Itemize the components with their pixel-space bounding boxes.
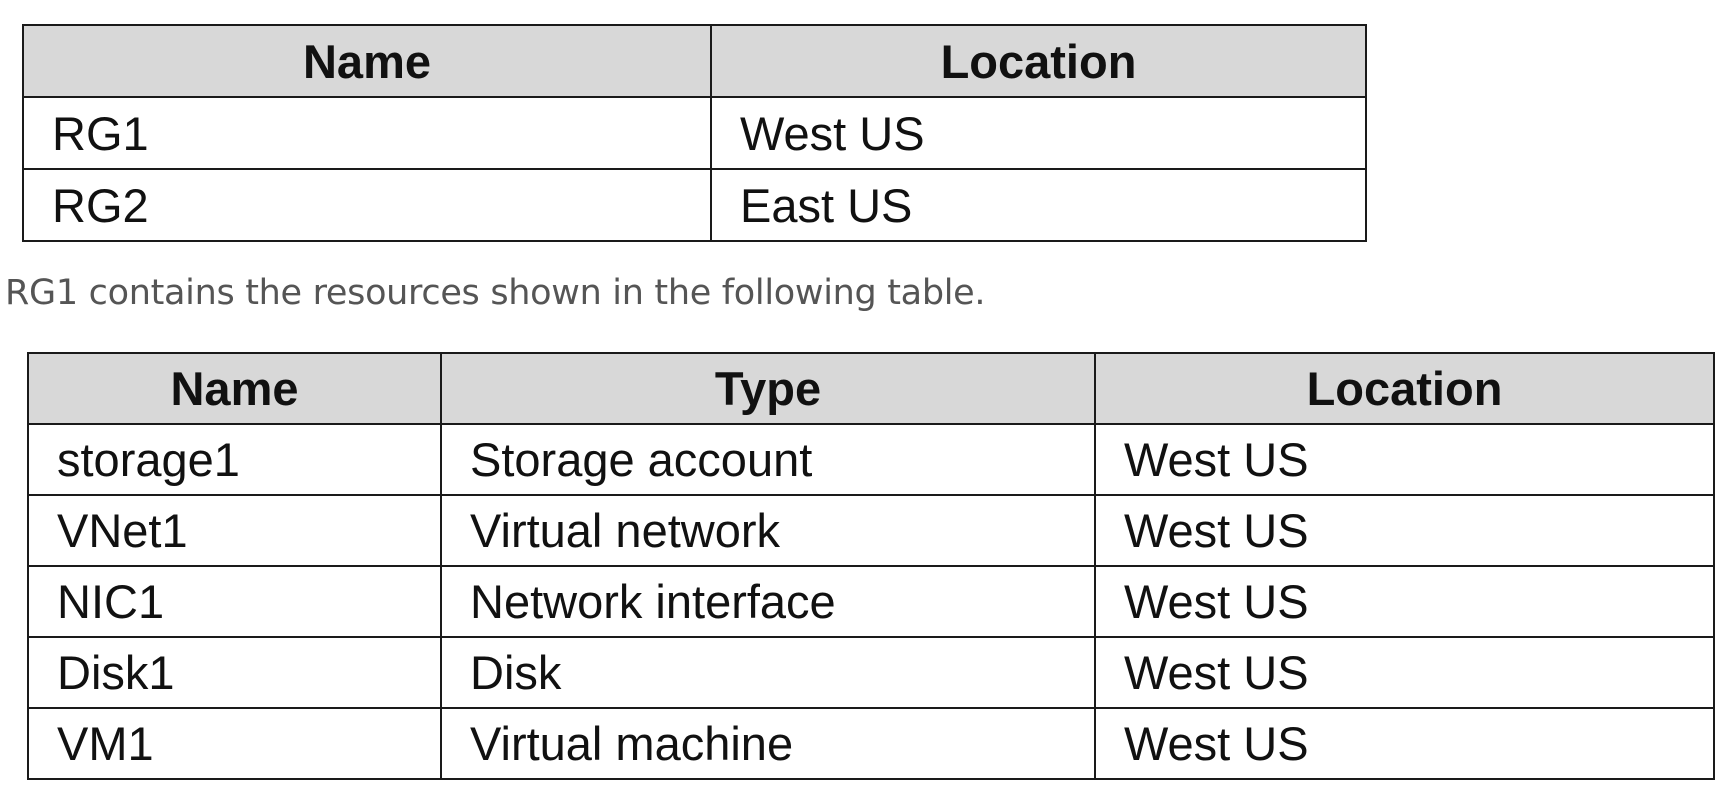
table-cell: Network interface — [440, 565, 1096, 638]
table-cell: West US — [1094, 636, 1715, 709]
column-header: Name — [27, 352, 442, 425]
table-cell: Storage account — [440, 423, 1096, 496]
table-header-row: Name Location — [22, 24, 1367, 98]
table-cell: Virtual network — [440, 494, 1096, 567]
table-row: RG2 East US — [22, 168, 1367, 242]
table-row: NIC1 Network interface West US — [27, 565, 1715, 638]
table-cell: West US — [1094, 494, 1715, 567]
table-row: Disk1 Disk West US — [27, 636, 1715, 709]
table-cell: West US — [1094, 565, 1715, 638]
table-caption: RG1 contains the resources shown in the … — [5, 273, 986, 313]
table-cell: Virtual machine — [440, 707, 1096, 780]
table-header-row: Name Type Location — [27, 352, 1715, 425]
table-cell: storage1 — [27, 423, 442, 496]
table-row: VM1 Virtual machine West US — [27, 707, 1715, 780]
table-cell: West US — [1094, 423, 1715, 496]
table-row: VNet1 Virtual network West US — [27, 494, 1715, 567]
table-cell: RG2 — [22, 168, 712, 242]
table-cell: VM1 — [27, 707, 442, 780]
table-cell: VNet1 — [27, 494, 442, 567]
table-cell: NIC1 — [27, 565, 442, 638]
table-cell: Disk — [440, 636, 1096, 709]
table-cell: West US — [1094, 707, 1715, 780]
table-row: storage1 Storage account West US — [27, 423, 1715, 496]
table-cell: West US — [710, 96, 1367, 170]
resource-groups-table: Name Location RG1 West US RG2 East US — [22, 24, 1367, 242]
table-row: RG1 West US — [22, 96, 1367, 170]
table-cell: East US — [710, 168, 1367, 242]
table-cell: Disk1 — [27, 636, 442, 709]
column-header: Name — [22, 24, 712, 98]
column-header: Location — [1094, 352, 1715, 425]
column-header: Type — [440, 352, 1096, 425]
resources-table: Name Type Location storage1 Storage acco… — [27, 352, 1715, 780]
table-cell: RG1 — [22, 96, 712, 170]
column-header: Location — [710, 24, 1367, 98]
